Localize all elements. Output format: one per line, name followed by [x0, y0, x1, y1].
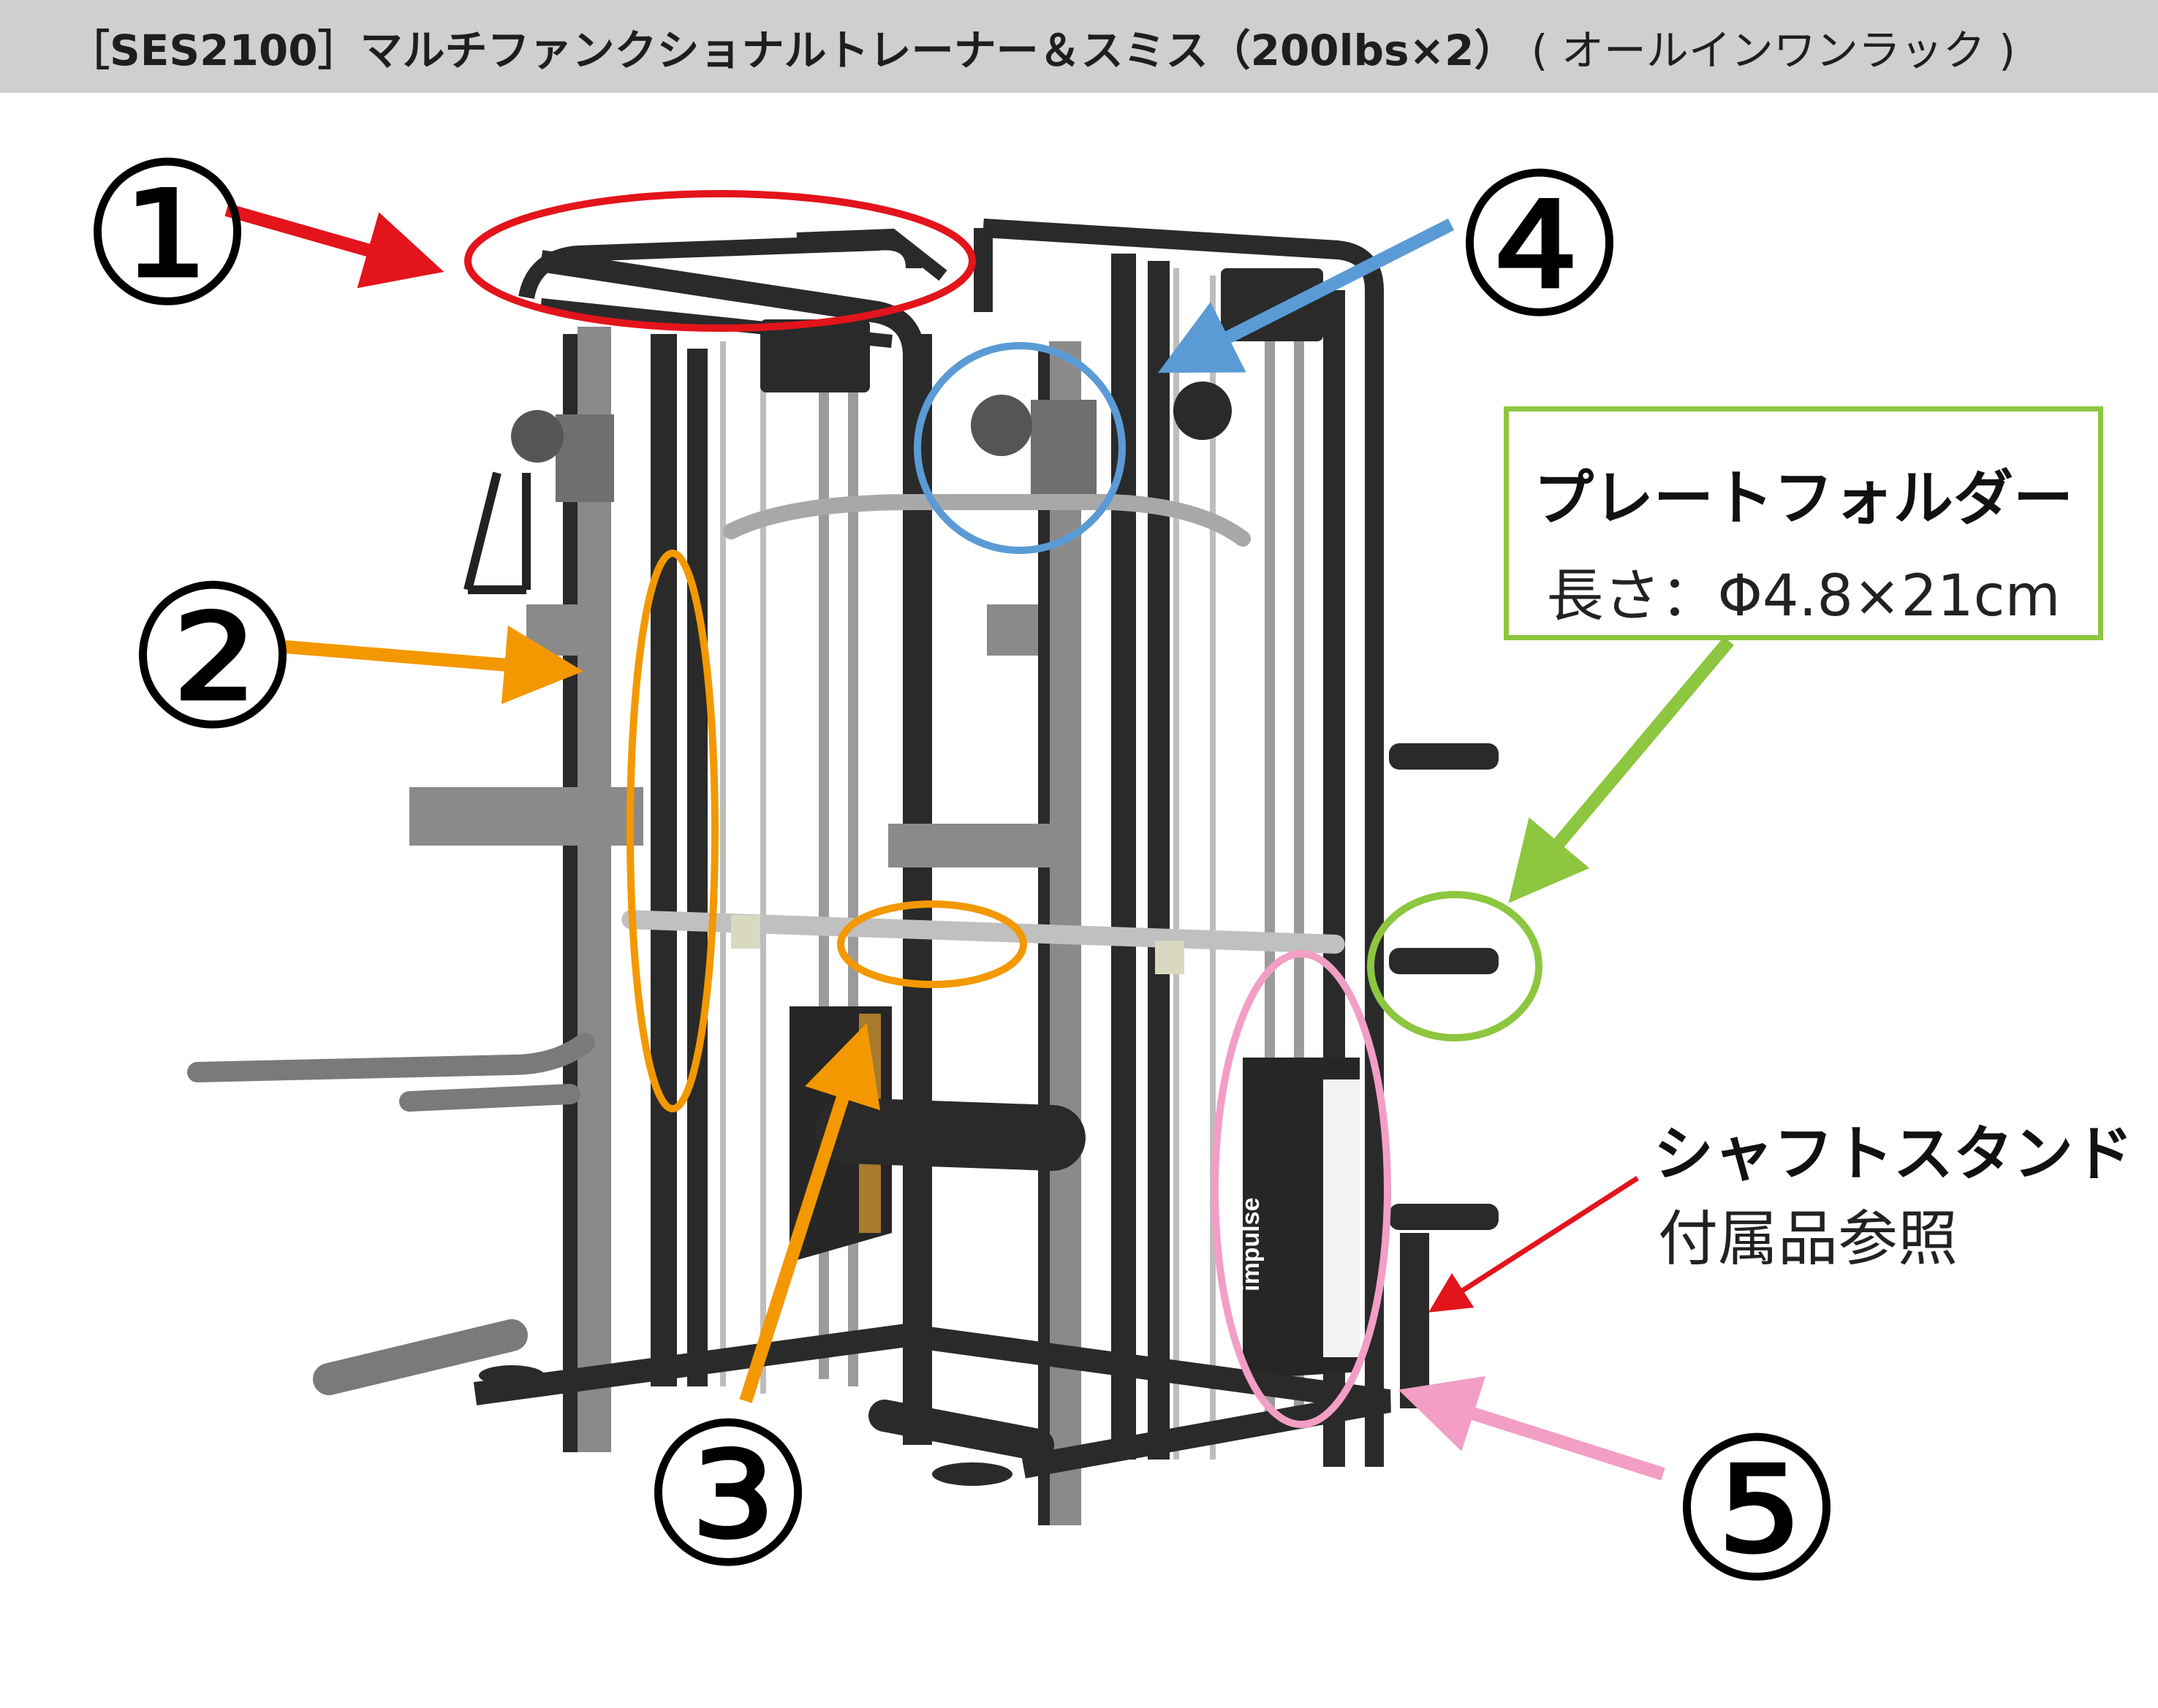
- left-pulley-carriage: [463, 410, 614, 594]
- annotation-2: [284, 550, 719, 1112]
- middle-front-post: [903, 334, 932, 1445]
- marker-5: ⑤: [1668, 1395, 1846, 1625]
- arrow-1: [224, 203, 444, 289]
- page-title: ［SES2100］マルチファンクショナルトレーナー＆スミス（200lbs×2） …: [67, 16, 2015, 77]
- front-foot: [868, 1400, 1054, 1461]
- annotation-4: [914, 218, 1455, 554]
- marker-2: ②: [124, 543, 302, 773]
- leg-roller: [815, 1098, 1086, 1171]
- highlight-ellipse-3: [837, 900, 1027, 988]
- front-pulley-plate: [760, 319, 870, 392]
- shaft-stand-note: 付属品参照: [1658, 1204, 1958, 1274]
- page-title-main: ［SES2100］マルチファンクショナルトレーナー＆スミス（200lbs×2）: [67, 26, 1517, 75]
- arrow-5: [1398, 1375, 1665, 1481]
- arrow-4: [1157, 218, 1455, 373]
- annotation-1: [224, 190, 976, 332]
- highlight-ellipse-5: [1211, 950, 1391, 1428]
- annotation-plate-holder: [1367, 637, 1734, 1041]
- right-weight-stack: [1243, 1058, 1360, 1379]
- right-safety-arm: [888, 824, 1060, 868]
- title-bar: ［SES2100］マルチファンクショナルトレーナー＆スミス（200lbs×2） …: [0, 0, 2158, 93]
- highlight-ellipse-2: [626, 550, 719, 1112]
- arrow-shaft-stand: [1428, 1176, 1639, 1313]
- lat-bar: [723, 494, 1251, 547]
- plate-holder-size: 長さ：Φ4.8×21cm: [1546, 563, 2061, 629]
- smith-bar: [621, 910, 1345, 954]
- rack-frame: impulse: [187, 219, 1499, 1525]
- dip-handle-2: [399, 1084, 580, 1112]
- annotation-shaft-stand: [1428, 1176, 1639, 1313]
- brand-label: impulse: [1237, 1198, 1265, 1291]
- left-upright: [578, 327, 611, 1452]
- plate-holder-title: プレートフォルダー: [1533, 464, 2073, 534]
- annotation-5: [1211, 950, 1665, 1481]
- shaft-stand-post: [1400, 1233, 1429, 1408]
- arrow-3: [739, 1022, 881, 1403]
- machine-diagram: impulse: [187, 190, 1734, 1525]
- highlight-ellipse-4: [914, 342, 1126, 554]
- left-safety-arm: [409, 787, 643, 846]
- marker-3: ③: [640, 1381, 817, 1611]
- highlight-ellipse-plate-holder: [1367, 891, 1542, 1041]
- marker-4: ④: [1451, 131, 1629, 361]
- dip-handle-1: [187, 1033, 595, 1082]
- arrow-2: [284, 625, 583, 705]
- arrow-plate-holder: [1508, 637, 1734, 903]
- right-pulley-carriage: [971, 382, 1232, 502]
- left-inner-post-1: [651, 334, 677, 1386]
- page-title-subtitle: ( オールインワンラック ): [1531, 26, 2015, 75]
- pullup-handles: [518, 228, 947, 300]
- plate-holder-callout: プレートフォルダー 長さ：Φ4.8×21cm: [1504, 406, 2103, 640]
- highlight-ellipse-1: [464, 190, 976, 332]
- shaft-stand-title: シャフトスタンド: [1654, 1120, 2134, 1189]
- landmine-post: [313, 1319, 528, 1395]
- left-inner-post-2: [687, 349, 708, 1386]
- marker-1: ①: [79, 120, 257, 350]
- plate-holders: [1389, 743, 1499, 1230]
- base-frame: [473, 1323, 1391, 1479]
- annotation-3: [739, 900, 1027, 1403]
